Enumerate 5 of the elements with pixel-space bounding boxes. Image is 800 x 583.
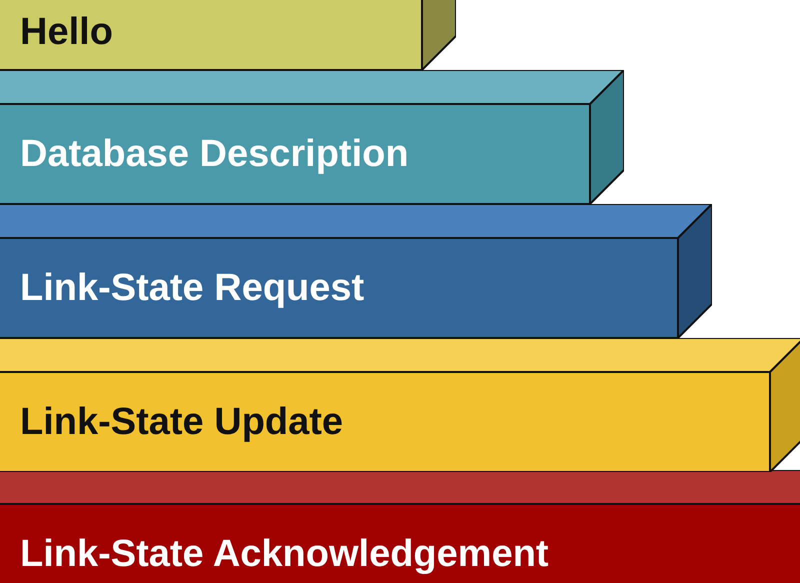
layer-label: Database Description — [20, 132, 409, 176]
layer-label: Link-State Update — [20, 400, 344, 444]
layer-label: Link-State Acknowledgement — [20, 532, 549, 576]
layer-label: Link-State Request — [20, 266, 364, 310]
layer-label: Hello — [20, 10, 113, 54]
